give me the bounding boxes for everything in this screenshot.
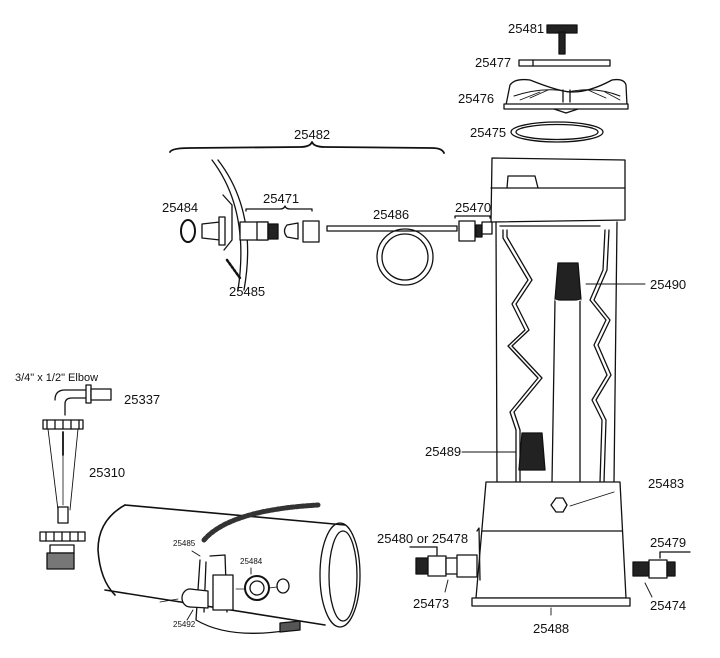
valve-left-25473	[410, 547, 477, 577]
lid-25476	[504, 80, 628, 113]
label-25482: 25482	[294, 127, 331, 142]
label-25484: 25484	[162, 200, 199, 215]
label-25481: 25481	[508, 21, 545, 36]
label-25480-or-25478: 25480 or 25478	[377, 531, 469, 546]
label-bracket-25470	[455, 216, 490, 218]
knob-25481	[547, 25, 577, 54]
label-25479: 25479	[650, 535, 687, 550]
label-elbow: 3/4" x 1/2" Elbow	[15, 372, 99, 384]
label-25489: 25489	[425, 444, 462, 459]
fitting-25470	[459, 221, 492, 241]
gasket-strip-25477	[519, 60, 610, 66]
label-25490: 25490	[650, 277, 687, 292]
fitting-25471	[202, 217, 319, 245]
o-ring-25475	[511, 122, 603, 142]
label-pipe-25492: 25492	[173, 620, 196, 629]
label-25486: 25486	[373, 207, 410, 222]
bracket-25482	[170, 142, 444, 153]
label-25310: 25310	[89, 465, 126, 480]
label-25473: 25473	[413, 596, 450, 611]
saddle-clamp	[160, 505, 318, 633]
pipe-clamp-25485	[212, 160, 248, 290]
label-25474: 25474	[650, 598, 687, 613]
filter-canister	[472, 158, 630, 606]
valve-right-25474	[633, 552, 690, 578]
label-25471: 25471	[263, 191, 300, 206]
label-pipe-25484: 25484	[240, 557, 263, 566]
label-25337: 25337	[124, 392, 161, 407]
label-25475: 25475	[470, 125, 507, 140]
label-25470: 25470	[455, 200, 492, 215]
label-bracket-25471	[246, 206, 312, 211]
label-25476: 25476	[458, 91, 495, 106]
label-25488: 25488	[533, 621, 570, 636]
label-25483: 25483	[648, 476, 685, 491]
o-ring-25484	[181, 220, 195, 242]
tubing-25486	[327, 226, 457, 285]
label-25477: 25477	[475, 55, 512, 70]
label-25485: 25485	[229, 284, 266, 299]
leader-lines	[187, 284, 652, 620]
flow-meter-25310	[40, 385, 111, 569]
label-pipe-25485: 25485	[173, 539, 196, 548]
